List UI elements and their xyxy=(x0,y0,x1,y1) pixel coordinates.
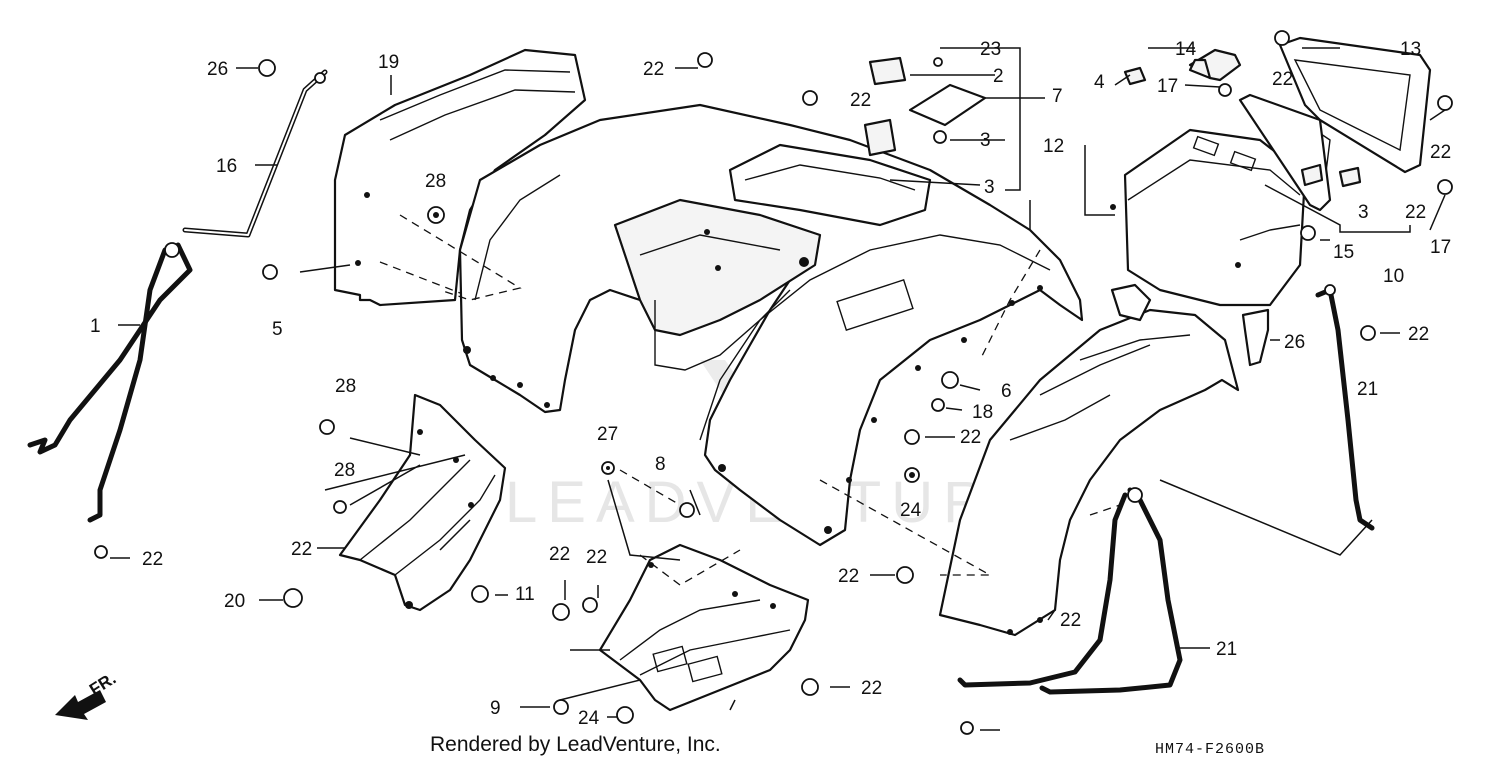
callout-22: 22 xyxy=(1272,69,1293,90)
callout-3: 3 xyxy=(984,177,995,198)
callout-22: 28 xyxy=(335,376,356,397)
part-14-latch xyxy=(1188,48,1242,82)
part-9-center-mud-guard xyxy=(598,543,810,712)
callout-3: 3 xyxy=(980,130,991,151)
callout-23: 23 xyxy=(980,39,1001,60)
part-11-stay xyxy=(957,487,1183,695)
callout-22: 22 xyxy=(586,547,607,568)
front-direction-indicator: FR. xyxy=(55,669,119,720)
callout-22: 22 xyxy=(549,544,570,565)
callout-14: 14 xyxy=(1175,39,1197,60)
callout-22: 8 xyxy=(655,454,666,475)
callout-6: 18 xyxy=(972,402,993,423)
callout-22: 5 xyxy=(272,319,283,340)
callout-21: 9 xyxy=(490,698,501,719)
callout-22: 20 xyxy=(224,591,245,612)
callout-11: 21 xyxy=(1216,639,1237,660)
callout-18: 21 xyxy=(1357,379,1378,400)
callout-8: 22 xyxy=(291,539,312,560)
callout-1: 26 xyxy=(1284,332,1305,353)
callout-22: 15 xyxy=(1333,242,1354,263)
part-16-stay xyxy=(182,69,328,238)
callout-numbers: 26 19 22 22 23 2 7 14 13 22 4 17 16 28 3… xyxy=(90,39,1451,729)
callout-22: 11 xyxy=(515,584,535,605)
callout-3: 3 xyxy=(1358,202,1369,223)
callout-19: 19 xyxy=(378,52,399,73)
part-10-stay xyxy=(27,242,193,523)
part-20-right-fender-flap xyxy=(938,283,1240,637)
render-credit: Rendered by LeadVenture, Inc. xyxy=(430,733,721,756)
part-18-stay xyxy=(1315,284,1375,531)
callout-21: 28 xyxy=(334,460,355,481)
callout-22: 22 xyxy=(643,59,664,80)
callout-10: 1 xyxy=(90,316,101,337)
leader-lines xyxy=(110,47,1446,731)
callout-12: 12 xyxy=(1043,136,1064,157)
callout-28: 28 xyxy=(425,171,446,192)
callout-24: 22 xyxy=(142,549,163,570)
callout-15: 10 xyxy=(1383,266,1404,287)
callout-17: 17 xyxy=(1157,76,1178,97)
callout-22: 22 xyxy=(861,678,882,699)
callout-22: 22 xyxy=(838,566,859,587)
part-12-tool-box xyxy=(1110,128,1307,307)
rear-fender-main xyxy=(458,103,1084,547)
callout-26: 22 xyxy=(1408,324,1429,345)
callout-4: 4 xyxy=(1094,72,1105,93)
callout-22: 24 xyxy=(578,708,600,729)
hardware xyxy=(94,30,1453,735)
callout-2: 2 xyxy=(993,66,1004,87)
callout-3: 22 xyxy=(1405,202,1426,223)
part-8-left-mud-guard xyxy=(338,393,507,612)
callout-16: 16 xyxy=(216,156,237,177)
callout-28: 24 xyxy=(900,500,922,521)
callout-28: 27 xyxy=(597,424,618,445)
callout-5: 6 xyxy=(1001,381,1012,402)
callout-22: 22 xyxy=(1430,142,1451,163)
callout-27: 22 xyxy=(960,427,981,448)
callout-7: 7 xyxy=(1052,86,1063,107)
callout-20: 22 xyxy=(1060,610,1081,631)
callout-13: 13 xyxy=(1400,39,1421,60)
diagram-code: HM74-F2600B xyxy=(1155,741,1266,758)
callout-26: 26 xyxy=(207,59,228,80)
callout-17: 17 xyxy=(1430,237,1451,258)
front-direction-label: FR. xyxy=(86,669,119,700)
callout-22: 22 xyxy=(850,90,871,111)
alignment-lines xyxy=(379,214,1121,586)
